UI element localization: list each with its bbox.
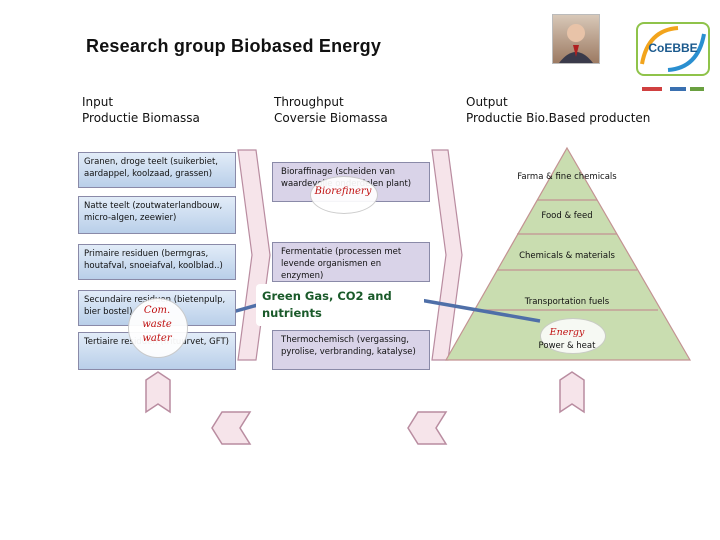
green-gas-label: Green Gas, CO2 and nutrients: [262, 289, 392, 320]
biorefinery-label: Biorefinery: [314, 186, 372, 197]
partner-logos: [640, 80, 708, 91]
portrait-photo: [552, 14, 600, 64]
partner-logo-marks: [642, 87, 704, 91]
biorefinery-bubble: [310, 176, 378, 214]
pyramid-level-chemicals: Chemicals & materials: [519, 251, 615, 261]
up-arrow-right: [559, 371, 585, 414]
left-chevron-1: [211, 411, 252, 445]
input-heading-line2: Productie Biomassa: [82, 111, 200, 125]
flow-chevron-2: [431, 149, 463, 361]
input-box-grains: Granen, droge teelt (suikerbiet, aardapp…: [78, 152, 236, 188]
output-heading-line2: Productie Bio.Based producten: [466, 111, 651, 125]
person-icon: [559, 24, 593, 63]
output-pyramid: [444, 146, 692, 361]
throughput-box-thermochemical: Thermochemisch (vergassing, pyrolise, ve…: [272, 330, 430, 370]
green-gas-box: [256, 284, 424, 326]
left-chevron-2: [407, 411, 448, 445]
pyramid-level-food-feed: Food & feed: [541, 211, 593, 221]
throughput-box-fermentation: Fermentatie (processen met levende organ…: [272, 242, 430, 282]
input-box-wet-cultivation: Natte teelt (zoutwaterlandbouw, micro-al…: [78, 196, 236, 234]
com-waste-water-bubble: [128, 298, 188, 358]
pyramid-level-farma: Farma & fine chemicals: [517, 172, 617, 182]
input-heading: Input Productie Biomassa: [82, 94, 200, 126]
throughput-heading-line1: Throughput: [274, 95, 344, 109]
pyramid-level-power-heat: Power & heat: [538, 341, 596, 351]
throughput-heading-line2: Coversie Biomassa: [274, 111, 388, 125]
connector-line-right: [419, 298, 541, 323]
output-heading: Output Productie Bio.Based producten: [466, 94, 650, 126]
coebbe-logo: CoEBBE: [636, 22, 710, 76]
energy-label: Energy: [549, 327, 585, 338]
up-arrow-left: [145, 371, 171, 414]
pyramid-level-transport-fuels: Transportation fuels: [524, 297, 610, 307]
input-box-primary-residues: Primaire residuen (bermgras, houtafval, …: [78, 244, 236, 280]
com-waste-water-label: Com. waste water: [142, 305, 172, 344]
logo-swirl-icon: [640, 26, 706, 72]
page-title: Research group Biobased Energy: [86, 36, 382, 56]
output-heading-line1: Output: [466, 95, 508, 109]
logo-text: CoEBBE: [648, 41, 698, 55]
throughput-heading: Throughput Coversie Biomassa: [274, 94, 388, 126]
energy-bubble: [540, 318, 606, 354]
flow-chevron-1: [237, 149, 271, 361]
input-heading-line1: Input: [82, 95, 114, 109]
